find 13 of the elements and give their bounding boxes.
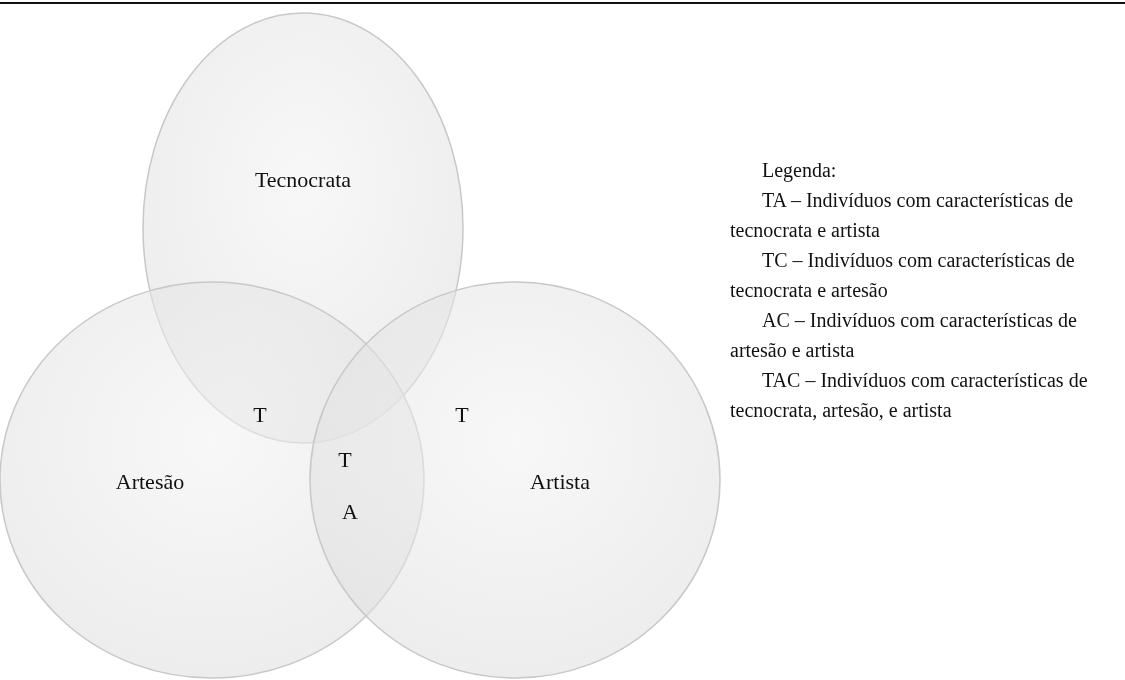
circle-label: Artesão (115, 469, 185, 495)
circle-label: Artista (530, 469, 590, 495)
legend-entry: TC – Indivíduos com características de tecnocrata e artesão (730, 248, 1076, 303)
legend-entry: TA – Indivíduos com características de tecnocrata e artista (730, 188, 1075, 243)
venn-circle (309, 281, 721, 679)
legend-entry: AC – Indivíduos com características de artesão e artista (730, 308, 1078, 363)
legend-heading: Legenda: (761, 158, 838, 184)
region-letter: T (338, 447, 352, 473)
legend-entry: TAC – Indivíduos com características de tecnocrata, artesão, e artista (730, 368, 1089, 423)
circle-label: Tecnocrata (254, 167, 352, 193)
region-letter: A (342, 499, 358, 525)
region-letter: T (455, 402, 469, 428)
region-letter: T (253, 402, 267, 428)
